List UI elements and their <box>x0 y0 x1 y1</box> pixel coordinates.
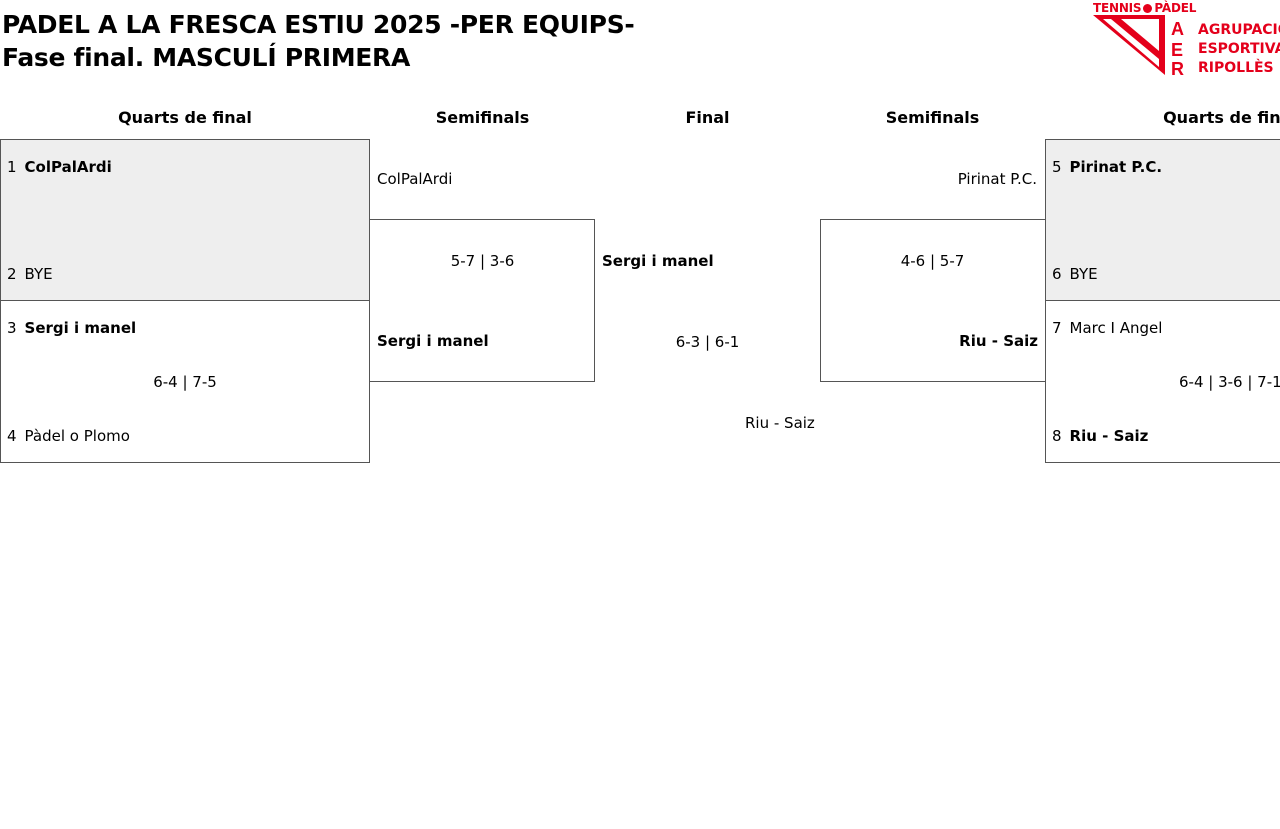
team-slot-4[interactable]: 4 Pàdel o Plomo <box>7 427 130 445</box>
page-title-line2: Fase final. MASCULÍ PRIMERA <box>2 43 411 72</box>
sf-left-team2[interactable]: Sergi i manel <box>377 332 489 350</box>
match-score-qf2: 6-4 | 7-5 <box>153 373 217 391</box>
ball-icon <box>1143 4 1153 13</box>
page-title-line1: PADEL A LA FRESCA ESTIU 2025 -PER EQUIPS… <box>2 10 635 39</box>
header-quarterfinals-left: Quarts de final <box>118 108 252 127</box>
svg-text:A: A <box>1171 19 1184 39</box>
team-name: Pàdel o Plomo <box>24 427 130 445</box>
final-team1[interactable]: Sergi i manel <box>602 252 714 270</box>
logo-text-line1: AGRUPACIÓ <box>1198 22 1280 38</box>
match-box-qf3[interactable] <box>1045 139 1280 301</box>
seed-number: 3 <box>7 319 17 337</box>
team-slot-7[interactable]: 7 Marc I Angel <box>1052 319 1162 337</box>
team-slot-1[interactable]: 1 ColPalArdi <box>7 158 112 176</box>
header-semifinals-right: Semifinals <box>885 108 980 127</box>
team-slot-8[interactable]: 8 Riu - Saiz <box>1052 427 1148 445</box>
svg-text:R: R <box>1171 59 1184 77</box>
team-name: Marc I Angel <box>1069 319 1163 337</box>
team-name: BYE <box>1069 265 1098 283</box>
header-quarterfinals-right: Quarts de final <box>1163 108 1280 127</box>
team-slot-2[interactable]: 2 BYE <box>7 265 53 283</box>
match-score-sf-left: 5-7 | 3-6 <box>450 252 515 270</box>
team-slot-5[interactable]: 5 Pirinat P.C. <box>1052 158 1162 176</box>
match-score-sf-right: 4-6 | 5-7 <box>900 252 965 270</box>
match-score-final: 6-3 | 6-1 <box>675 333 740 351</box>
seed-number: 2 <box>7 265 17 283</box>
page-title: PADEL A LA FRESCA ESTIU 2025 -PER EQUIPS… <box>2 8 635 74</box>
logo-text-line3: RIPOLLÈS <box>1198 60 1274 76</box>
final-team2[interactable]: Riu - Saiz <box>745 414 815 432</box>
match-box-sf-left[interactable] <box>369 219 595 382</box>
header-final: Final <box>685 108 730 127</box>
team-name: Riu - Saiz <box>1069 427 1149 445</box>
sf-left-team1[interactable]: ColPalArdi <box>377 170 453 188</box>
team-name: Sergi i manel <box>24 319 137 337</box>
team-name: ColPalArdi <box>24 158 112 176</box>
logo-text-line2: ESPORTIVA <box>1198 41 1280 57</box>
sf-right-team2[interactable]: Riu - Saiz <box>959 332 1038 350</box>
match-box-qf1[interactable] <box>0 139 370 301</box>
seed-number: 7 <box>1052 319 1062 337</box>
sf-right-team1[interactable]: Pirinat P.C. <box>957 170 1037 188</box>
match-score-qf4: 6-4 | 3-6 | 7-10 <box>1179 373 1280 391</box>
team-slot-6[interactable]: 6 BYE <box>1052 265 1098 283</box>
match-box-qf4[interactable] <box>1045 300 1280 463</box>
seed-number: 1 <box>7 158 17 176</box>
team-name: BYE <box>24 265 53 283</box>
seed-number: 4 <box>7 427 17 445</box>
svg-text:E: E <box>1171 40 1183 60</box>
header-semifinals-left: Semifinals <box>435 108 530 127</box>
logo-emblem-icon: A E R <box>1093 15 1184 77</box>
seed-number: 6 <box>1052 265 1062 283</box>
team-name: Pirinat P.C. <box>1069 158 1163 176</box>
team-slot-3[interactable]: 3 Sergi i manel <box>7 319 136 337</box>
seed-number: 5 <box>1052 158 1062 176</box>
match-box-sf-right[interactable] <box>820 219 1046 382</box>
seed-number: 8 <box>1052 427 1062 445</box>
